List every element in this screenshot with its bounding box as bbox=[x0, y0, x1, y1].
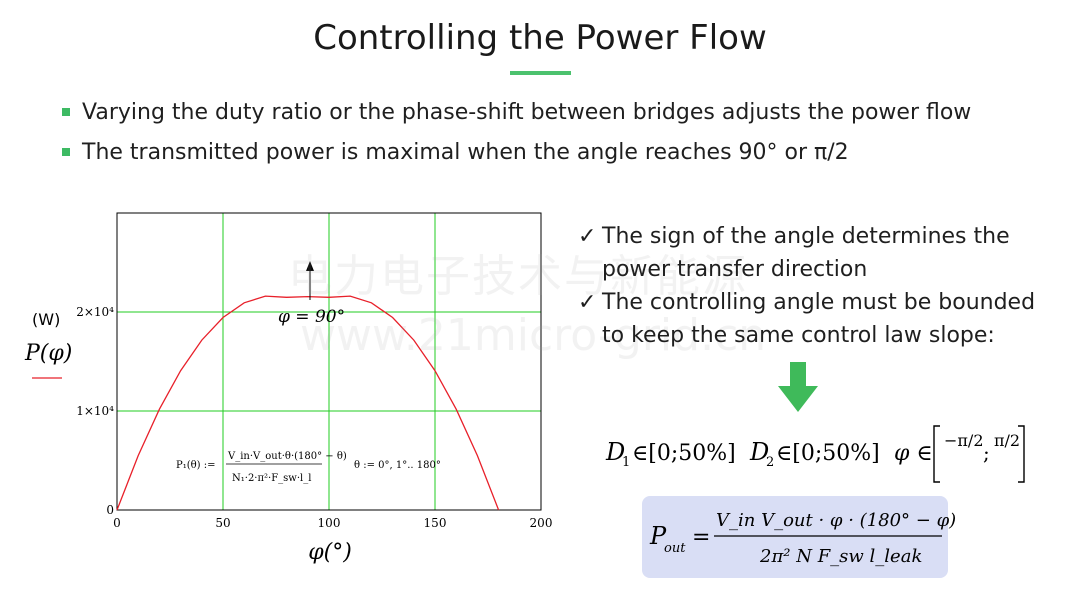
svg-text:out: out bbox=[664, 541, 686, 556]
svg-text:∈[0;50%]: ∈[0;50%] bbox=[776, 441, 880, 466]
power-chart: 0 50 100 150 200 0 1×10⁴ 2×10⁴ φ = 90° (W) P(φ… bbox=[24, 212, 552, 565]
constraints-formula: D 1 ∈[0;50%] D 2 ∈[0;50%] φ ∈ −π/2 ; π/2 bbox=[605, 425, 1025, 483]
svg-text:P: P bbox=[649, 522, 667, 550]
bullet-item: Varying the duty ratio or the phase-shif… bbox=[62, 92, 971, 132]
y-unit-label: (W) bbox=[32, 310, 60, 329]
bullet-text: The transmitted power is maximal when th… bbox=[82, 139, 849, 165]
right-panel-line: to keep the same control law slope: bbox=[602, 323, 995, 348]
y-tick-label: 2×10⁴ bbox=[76, 305, 114, 319]
y-tick-label: 0 bbox=[106, 503, 114, 517]
bullet-text: Varying the duty ratio or the phase-shif… bbox=[82, 99, 972, 125]
inset-formula-range: θ := 0°, 1°.. 180° bbox=[354, 460, 441, 471]
pout-formula: P out = V_in V_out · φ · (180° − φ) 2π² … bbox=[649, 510, 956, 567]
down-arrow-icon bbox=[778, 362, 818, 412]
bullet-square-icon bbox=[62, 108, 70, 116]
svg-text:φ ∈: φ ∈ bbox=[894, 441, 933, 466]
x-tick-label: 150 bbox=[424, 516, 447, 530]
svg-text:2π² N F_sw l_leak: 2π² N F_sw l_leak bbox=[759, 546, 922, 567]
bullet-list: Varying the duty ratio or the phase-shif… bbox=[62, 92, 971, 172]
plot-frame bbox=[116, 212, 542, 511]
inset-formula-lhs: P₁(θ) := bbox=[176, 460, 216, 471]
bullet-item: The transmitted power is maximal when th… bbox=[62, 132, 971, 172]
svg-text:D: D bbox=[605, 438, 625, 466]
watermark-cn: 电力电子技术与新能源 bbox=[288, 251, 748, 302]
inset-formula-numerator: V_in·V_out·θ·(180° − θ) bbox=[227, 451, 347, 462]
svg-text:=: = bbox=[692, 525, 710, 550]
svg-text:π/2: π/2 bbox=[994, 431, 1020, 450]
bullet-square-icon bbox=[62, 148, 70, 156]
x-tick-label: 50 bbox=[215, 516, 230, 530]
right-panel-line: ✓The sign of the angle determines the bbox=[578, 220, 1035, 253]
x-tick-labels: 0 50 100 150 200 bbox=[113, 516, 552, 530]
power-curve bbox=[116, 295, 500, 511]
svg-text:−π/2: −π/2 bbox=[944, 431, 984, 450]
svg-text:∈[0;50%]: ∈[0;50%] bbox=[632, 441, 736, 466]
right-panel: ✓The sign of the angle determines the po… bbox=[578, 220, 1035, 352]
slide-title: Controlling the Power Flow bbox=[313, 18, 767, 58]
inset-formula-denominator: N₁·2·π²·F_sw·l_l bbox=[232, 473, 311, 484]
annotation-arrowhead bbox=[306, 261, 314, 271]
pout-formula-box bbox=[642, 496, 948, 578]
y-axis-label: P(φ) bbox=[24, 341, 72, 366]
svg-text:D: D bbox=[749, 438, 769, 466]
check-mark-icon: ✓ bbox=[578, 290, 597, 315]
y-tick-labels: 0 1×10⁴ 2×10⁴ bbox=[76, 305, 114, 517]
x-tick-label: 100 bbox=[318, 516, 341, 530]
x-tick-label: 200 bbox=[530, 516, 553, 530]
svg-text:;: ; bbox=[983, 441, 990, 465]
right-panel-line: ✓The controlling angle must be bounded bbox=[578, 286, 1035, 319]
svg-text:2: 2 bbox=[766, 455, 774, 470]
check-mark-icon: ✓ bbox=[578, 224, 597, 249]
chart-grid bbox=[117, 213, 541, 510]
y-tick-label: 1×10⁴ bbox=[76, 404, 114, 418]
right-panel-line: power transfer direction bbox=[602, 257, 868, 282]
watermark-url: www.21micro-grid.cn bbox=[300, 310, 767, 361]
svg-text:V_in V_out · φ · (180° − φ): V_in V_out · φ · (180° − φ) bbox=[716, 510, 956, 531]
svg-text:1: 1 bbox=[622, 455, 630, 470]
x-tick-label: 0 bbox=[113, 516, 121, 530]
title-underline bbox=[510, 71, 571, 75]
annotation-label: φ = 90° bbox=[278, 307, 345, 327]
x-axis-label: φ(°) bbox=[308, 540, 352, 565]
